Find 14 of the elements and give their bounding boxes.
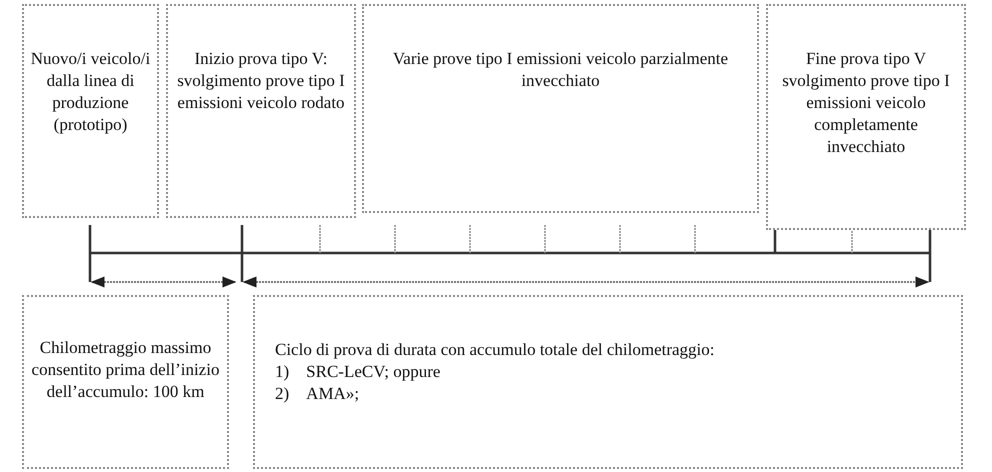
text-box	[362, 4, 759, 213]
text-box	[22, 4, 159, 218]
box-text: Chilometraggio massimo consentito prima dell’inizio dell’accumulo: 100 km	[30, 337, 220, 404]
box-text: Inizio prova tipo V: svolgimento prove tipo I emissioni veicolo rodato	[176, 48, 346, 114]
box-text: Fine prova tipo V svolgimento prove tipo I emissioni veicolo completamente invecchiato	[781, 48, 951, 158]
box-text: Nuovo/i veicolo/i dalla linea di produzione (prototipo)	[30, 48, 152, 136]
text-box	[766, 4, 966, 230]
text-box	[253, 295, 963, 469]
text-box	[166, 4, 356, 218]
list-item: 2) AMA»;	[275, 383, 360, 406]
list-item: 1) SRC-LeCV; oppure	[275, 361, 442, 384]
box-text: Varie prove tipo I emissioni veicolo parzialmente invecchiato	[392, 48, 730, 92]
box-text: Ciclo di prova di durata con accumulo totale del chilometraggio:	[275, 339, 716, 361]
text-box	[22, 295, 229, 469]
